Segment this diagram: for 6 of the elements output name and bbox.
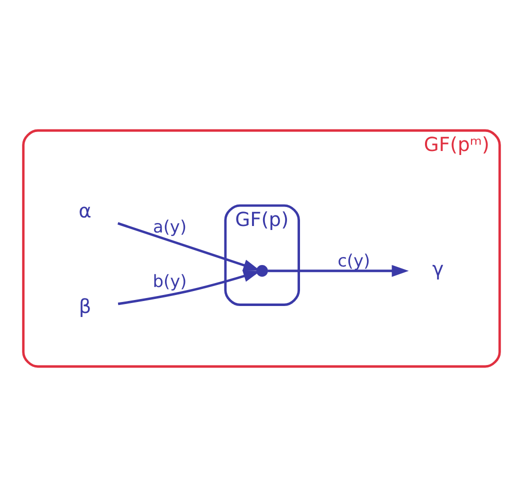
node-text: α: [78, 199, 92, 222]
edge-label: c(y): [338, 250, 370, 270]
edge-label: b(y): [152, 270, 187, 291]
node-text: β: [78, 294, 92, 318]
edge-label: a(y): [152, 216, 187, 236]
node-text: γ: [432, 257, 444, 280]
